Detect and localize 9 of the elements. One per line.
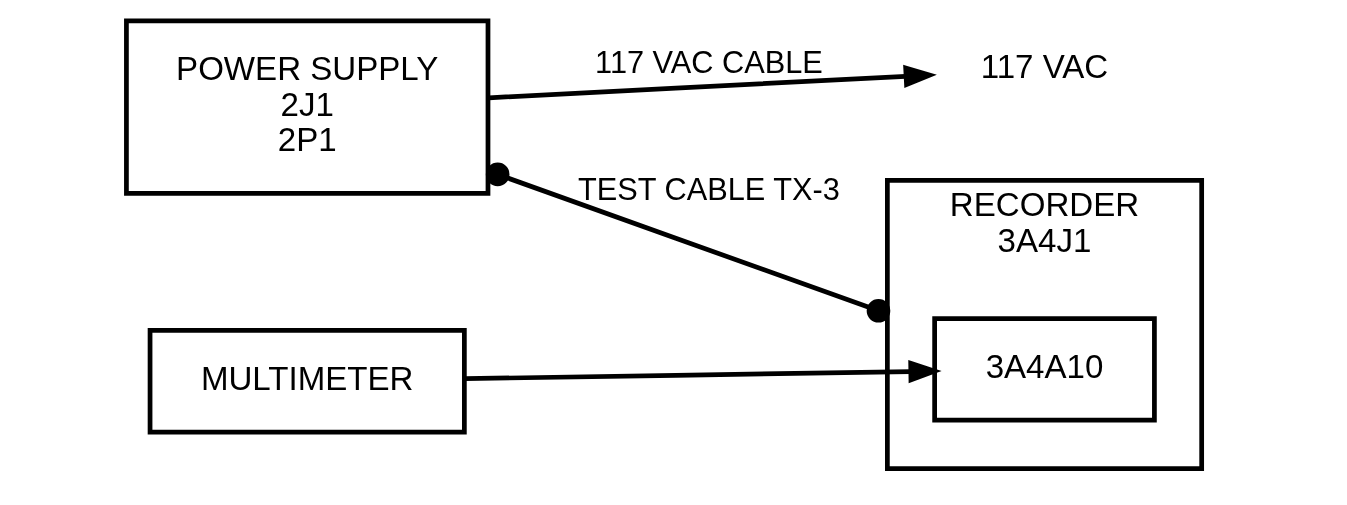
node-box: 3A4A10 [932, 315, 1157, 423]
arrow [488, 64, 937, 100]
arrow [464, 359, 942, 383]
connector [485, 162, 891, 323]
edge-label: 117 VAC CABLE [595, 44, 823, 80]
node-box: MULTIMETER [147, 327, 467, 434]
edge-label: TEST CABLE TX-3 [578, 171, 840, 207]
node-box: POWER SUPPLY 2J1 2P1 [124, 17, 491, 196]
node-text: 117 VAC [980, 47, 1109, 85]
